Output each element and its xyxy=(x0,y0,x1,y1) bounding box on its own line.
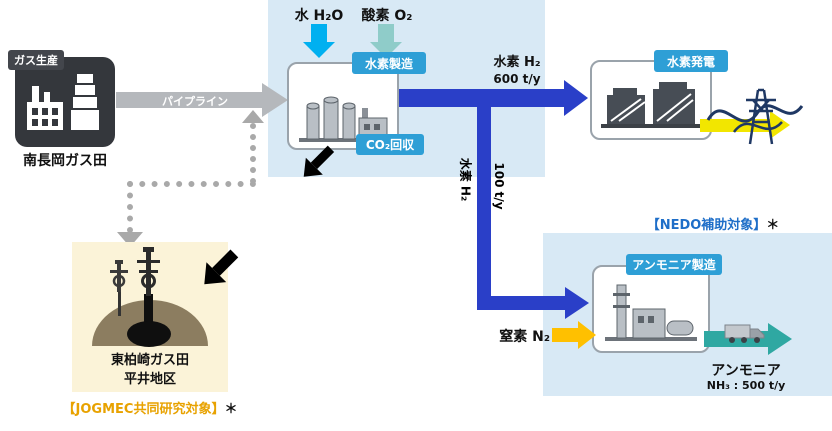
co2-recovery-badge: CO₂回収 xyxy=(356,134,424,155)
hydrogen-plant-icon xyxy=(299,96,389,142)
dotted-line-upper xyxy=(250,123,256,184)
underground-reservoir-icon xyxy=(92,247,208,347)
truck-icon xyxy=(724,324,765,343)
water-arrow-head xyxy=(303,42,335,58)
pipeline-arrow-head xyxy=(262,83,288,117)
nedo-caption-label: 【NEDO補助対象】 xyxy=(646,218,767,233)
gas-field-box xyxy=(15,57,115,147)
hydrogen-power-box xyxy=(590,60,712,140)
power-plant-icon xyxy=(601,82,701,128)
h2-ammonia-arrow-head xyxy=(565,287,589,319)
h2-ammonia-arrow-vertical xyxy=(477,98,491,310)
h2-power-arrow-body xyxy=(398,89,564,107)
ammonia-plant-icon xyxy=(605,284,697,341)
h2-ammonia-label: 水素 H₂ xyxy=(458,157,473,202)
hirai-field-line2: 平井地区 xyxy=(123,372,176,387)
h2-power-arrow-head xyxy=(564,80,588,116)
h2-ammonia-amount: 100 t/y xyxy=(492,162,506,210)
hydrogen-plant-box xyxy=(287,62,399,150)
nitrogen-arrow-body xyxy=(552,328,578,342)
oxygen-label: 酸素 O₂ xyxy=(361,8,413,24)
pipeline-arrow-body xyxy=(116,92,262,108)
hirai-field-line1: 東柏崎ガス田 xyxy=(110,353,189,368)
ammonia-detail-label: NH₃ : 500 t/y xyxy=(706,379,786,392)
gas-production-badge: ガス生産 xyxy=(8,50,64,70)
h2-power-label-line2: 600 t/y xyxy=(493,72,541,86)
hydrogen-production-badge: 水素製造 xyxy=(352,52,426,74)
hydrogen-power-badge: 水素発電 xyxy=(654,50,728,72)
ammonia-product-label: アンモニア xyxy=(711,363,781,379)
dotted-arrow-head-up xyxy=(242,110,264,123)
jogmec-caption: 【JOGMEC共同研究対象】＊ xyxy=(36,398,264,417)
hirai-field-box: 東柏崎ガス田 平井地区 xyxy=(72,242,228,392)
jogmec-caption-star: ＊ xyxy=(224,402,238,417)
ammonia-arrow-head xyxy=(768,323,792,355)
nitrogen-arrow-head xyxy=(578,321,596,349)
water-arrow-body xyxy=(311,24,327,42)
pipeline-label: パイプライン xyxy=(162,95,228,108)
oxygen-arrow-body xyxy=(378,24,394,42)
jogmec-caption-label: 【JOGMEC共同研究対象】 xyxy=(62,402,225,417)
ammonia-production-badge: アンモニア製造 xyxy=(626,254,722,275)
h2-power-label-line1: 水素 H₂ xyxy=(493,55,541,70)
nedo-caption-star: ＊ xyxy=(766,218,780,233)
nedo-caption: 【NEDO補助対象】＊ xyxy=(618,214,808,233)
ammonia-plant-box xyxy=(592,265,710,353)
nitrogen-label: 窒素 N₂ xyxy=(499,329,550,345)
gas-plant-icon xyxy=(27,74,99,130)
dotted-line-middle xyxy=(127,181,256,187)
h2-power-label: 水素 H₂ 600 t/y xyxy=(478,55,556,87)
transmission-tower-icon xyxy=(706,88,804,145)
gas-field-caption: 南長岡ガス田 xyxy=(23,153,107,169)
dotted-line-lower xyxy=(127,181,133,233)
h2-ammonia-arrow-horizontal xyxy=(477,296,565,310)
water-label: 水 H₂O xyxy=(294,8,344,24)
